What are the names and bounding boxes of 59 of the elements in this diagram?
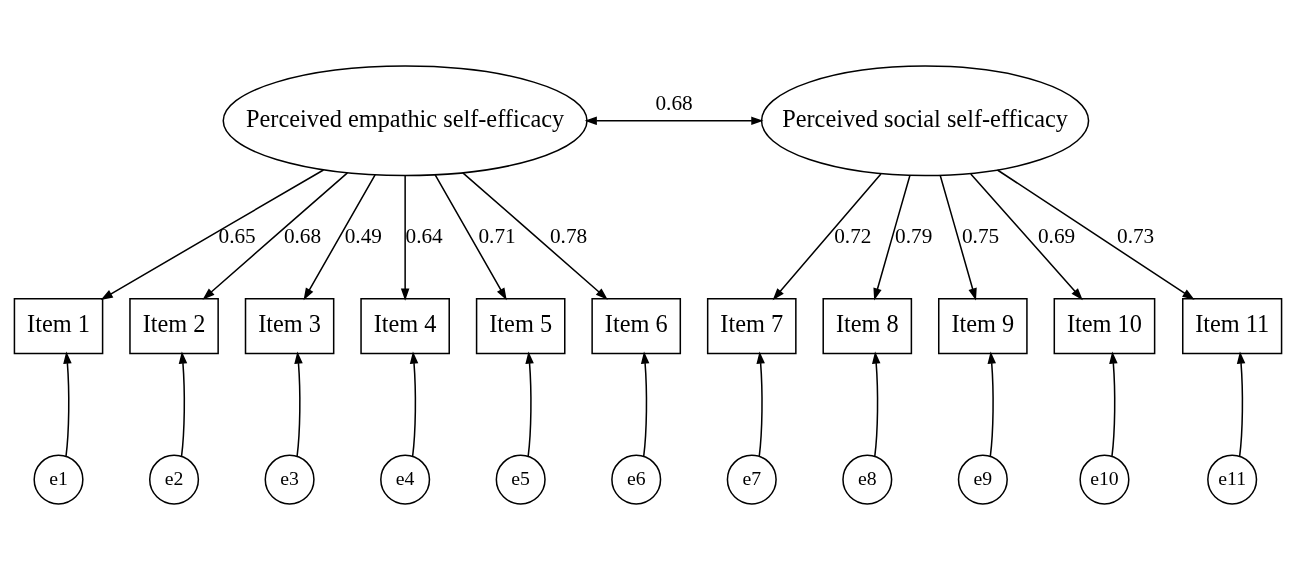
arrow <box>939 174 977 300</box>
arrow <box>1109 351 1118 457</box>
arrow <box>462 171 608 300</box>
node-circle: e7 <box>726 454 777 505</box>
arrow <box>772 172 882 300</box>
edge-label: 0.71 <box>478 223 516 248</box>
node-circle: e10 <box>1079 454 1130 505</box>
arrow <box>1236 351 1246 457</box>
node-circle: e2 <box>148 454 200 505</box>
node-box: Item 2 <box>129 297 219 354</box>
node-circle: e9 <box>957 454 1008 505</box>
node-ellipse: Perceived social self-efficacy <box>760 64 1090 176</box>
node-ellipse: Perceived empathic self-efficacy <box>222 64 588 176</box>
arrow <box>434 173 507 300</box>
arrow <box>873 174 911 300</box>
arrow <box>63 351 72 457</box>
node-circle: e1 <box>33 454 84 505</box>
node-box: Item 8 <box>822 297 913 354</box>
edge-label: 0.64 <box>405 223 443 248</box>
node-circle: e3 <box>264 454 315 505</box>
node-box: Item 6 <box>591 297 682 354</box>
edge-label: 0.69 <box>1037 223 1076 248</box>
edge-label: 0.49 <box>344 223 382 248</box>
node-box: Item 10 <box>1053 297 1156 354</box>
arrow <box>756 351 765 457</box>
arrow <box>409 351 419 457</box>
node-circle: e8 <box>842 454 893 505</box>
node-circle: e4 <box>380 454 431 505</box>
node-box: Item 4 <box>360 297 450 354</box>
node-box: Item 9 <box>938 297 1028 354</box>
arrow <box>970 172 1083 300</box>
node-circle: e5 <box>495 454 546 505</box>
node-box: Item 5 <box>475 297 566 354</box>
arrow <box>996 168 1195 300</box>
edge-label: 0.68 <box>283 223 322 248</box>
arrow <box>987 351 996 457</box>
node-box: Item 7 <box>706 297 797 354</box>
arrow <box>584 116 764 125</box>
node-box: Item 1 <box>13 297 104 354</box>
arrow <box>640 351 650 457</box>
edge-label: 0.72 <box>834 223 872 248</box>
edge-label: 0.79 <box>895 223 933 248</box>
arrow <box>178 351 188 457</box>
arrow <box>871 351 881 457</box>
edge-label: 0.73 <box>1117 223 1155 248</box>
arrow <box>400 174 410 301</box>
arrow <box>294 351 303 457</box>
node-box: Item 3 <box>244 297 335 354</box>
edge-label: 0.65 <box>218 223 256 248</box>
node-box: Item 11 <box>1182 297 1283 354</box>
edge-label: 0.75 <box>961 223 1000 248</box>
arrow <box>525 351 534 457</box>
node-circle: e6 <box>611 454 662 505</box>
arrow <box>100 168 325 300</box>
edge-label: 0.68 <box>655 90 693 115</box>
edge-label: 0.78 <box>549 223 588 248</box>
arrow <box>202 171 349 300</box>
node-circle: e11 <box>1207 454 1258 505</box>
arrow <box>303 173 376 300</box>
